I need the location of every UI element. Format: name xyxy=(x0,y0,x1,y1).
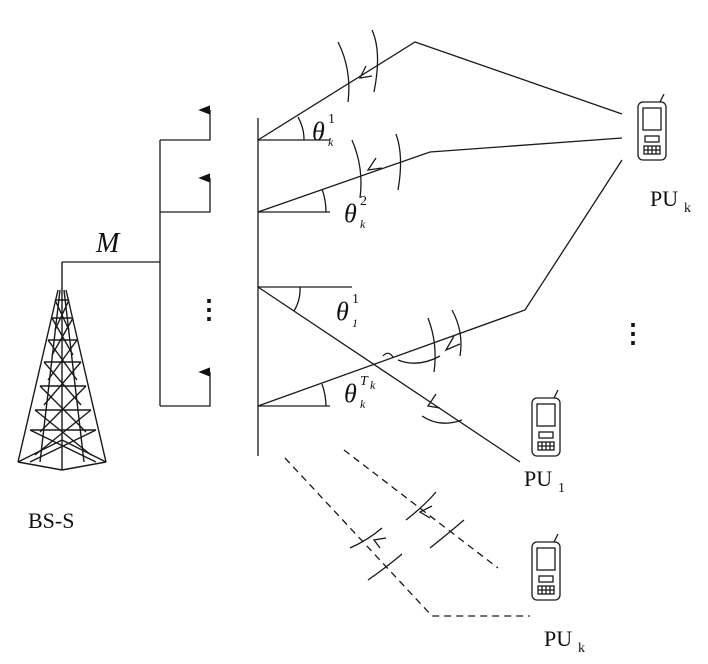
svg-text:θ: θ xyxy=(344,379,357,408)
label-bs-s: BS-S xyxy=(28,508,74,533)
dashed-signal-path xyxy=(284,449,530,617)
svg-text:θ: θ xyxy=(344,199,357,228)
svg-text:k: k xyxy=(360,397,366,411)
label-pu-top: PU k xyxy=(650,186,691,216)
angle-label-4: θ T k k xyxy=(344,374,376,411)
mobile-phone-icon xyxy=(531,533,561,601)
svg-text:k: k xyxy=(370,378,376,392)
svg-text:θ: θ xyxy=(336,297,349,326)
ellipsis-mid-left: ⋮ xyxy=(196,294,222,324)
svg-text:PU: PU xyxy=(524,466,552,491)
svg-text:PU: PU xyxy=(650,186,678,211)
label-m: M xyxy=(95,228,121,259)
svg-text:1: 1 xyxy=(352,292,359,307)
svg-text:k: k xyxy=(578,641,585,656)
ellipsis-right: ⋮ xyxy=(620,318,646,348)
svg-text:1: 1 xyxy=(558,481,565,496)
mobile-phone-icon xyxy=(637,93,667,161)
wave-fronts xyxy=(337,29,463,424)
label-pu-bottom: PU k xyxy=(544,626,585,656)
label-pu-1: PU 1 xyxy=(524,466,565,496)
angle-label-2: θ 2 k xyxy=(344,194,367,231)
svg-text:1: 1 xyxy=(328,112,335,127)
svg-text:k: k xyxy=(360,217,366,231)
svg-text:T: T xyxy=(360,374,369,389)
feed-network xyxy=(62,105,211,407)
signal-paths xyxy=(257,41,623,463)
svg-text:k: k xyxy=(684,201,691,216)
svg-text:k: k xyxy=(328,135,334,149)
svg-text:PU: PU xyxy=(544,626,572,651)
transmission-tower-icon xyxy=(17,262,107,471)
svg-text:θ: θ xyxy=(312,117,325,146)
mobile-phone-icon xyxy=(531,389,561,457)
angle-arcs xyxy=(293,116,327,407)
svg-text:1: 1 xyxy=(352,316,358,330)
angle-label-3: θ 1 1 xyxy=(336,292,359,330)
svg-text:2: 2 xyxy=(360,194,367,209)
angle-label-1: θ 1 k xyxy=(312,112,335,149)
